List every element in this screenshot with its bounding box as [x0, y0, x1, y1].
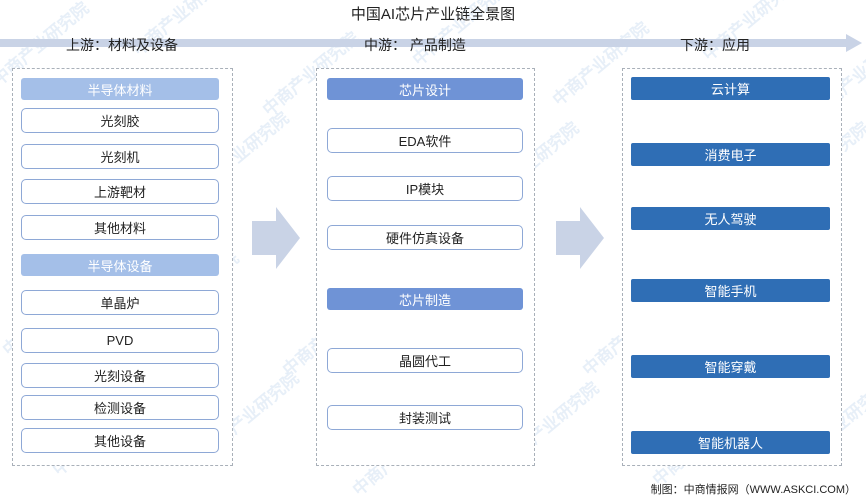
equipment-item: 检测设备: [21, 395, 219, 420]
application-item: 云计算: [631, 77, 830, 100]
design-item: 硬件仿真设备: [327, 225, 523, 250]
application-item: 智能机器人: [631, 431, 830, 454]
stage-label-midstream: 中游： 产品制造: [364, 37, 466, 53]
upstream-panel: 半导体材料 光刻胶 光刻机 上游靶材 其他材料 半导体设备 单晶炉 PVD 光刻…: [12, 68, 233, 466]
design-item: IP模块: [327, 176, 523, 201]
material-item: 其他材料: [21, 215, 219, 240]
flow-arrow-mid-to-down: [556, 207, 604, 269]
design-header: 芯片设计: [327, 78, 523, 100]
material-item: 光刻机: [21, 144, 219, 169]
equipment-item: 其他设备: [21, 428, 219, 453]
material-item: 上游靶材: [21, 179, 219, 204]
manufacturing-header: 芯片制造: [327, 288, 523, 310]
application-item: 智能穿戴: [631, 355, 830, 378]
stage-label-upstream: 上游：材料及设备: [66, 37, 178, 53]
equipment-item: 光刻设备: [21, 363, 219, 388]
stage-label-downstream: 下游：应用: [680, 37, 750, 53]
source-note: 制图：中商情报网（WWW.ASKCI.COM）: [650, 484, 856, 496]
materials-header: 半导体材料: [21, 78, 219, 100]
midstream-panel: 芯片设计 EDA软件 IP模块 硬件仿真设备 芯片制造 晶圆代工 封装测试: [316, 68, 535, 466]
equipment-item: PVD: [21, 328, 219, 353]
page-title: 中国AI芯片产业链全景图: [350, 6, 516, 23]
manufacturing-item: 封装测试: [327, 405, 523, 430]
design-item: EDA软件: [327, 128, 523, 153]
equipment-header: 半导体设备: [21, 254, 219, 276]
flow-arrow-up-to-mid: [252, 207, 300, 269]
application-item: 智能手机: [631, 279, 830, 302]
manufacturing-item: 晶圆代工: [327, 348, 523, 373]
equipment-item: 单晶炉: [21, 290, 219, 315]
application-item: 无人驾驶: [631, 207, 830, 230]
downstream-panel: 云计算 消费电子 无人驾驶 智能手机 智能穿戴 智能机器人: [622, 68, 842, 466]
top-flow-arrow: [0, 34, 862, 52]
application-item: 消费电子: [631, 143, 830, 166]
material-item: 光刻胶: [21, 108, 219, 133]
